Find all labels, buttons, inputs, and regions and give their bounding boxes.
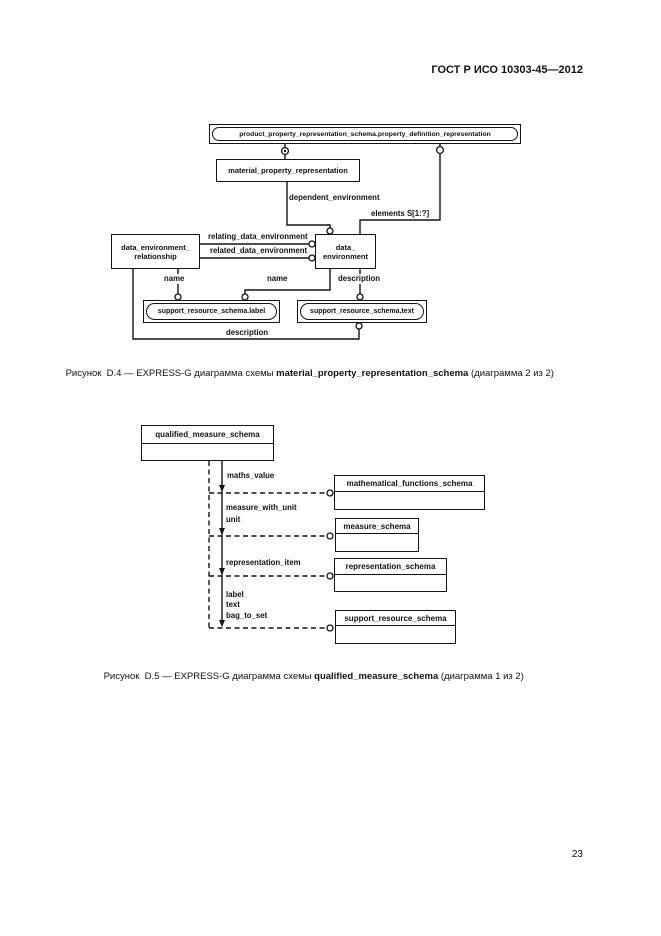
arrowhead-maths	[219, 485, 225, 492]
page-number: 23	[571, 849, 583, 860]
mathematical-functions-schema-box: mathematical_functions_schema	[334, 475, 485, 510]
figure-d4-caption-schema-name: material_property_representation_schema	[276, 368, 469, 379]
data-environment-box: data_ environment	[315, 234, 376, 269]
label-label: label	[226, 590, 244, 600]
name-mid-line	[244, 269, 331, 300]
support-circle	[326, 624, 334, 632]
material-box-label: material_property_representation	[228, 166, 348, 175]
arrowhead-representation	[219, 568, 225, 575]
relationship-box-label-line1: data_environment_	[121, 242, 190, 252]
support-resource-text-ref-text: support_resource_schema.text	[300, 303, 424, 320]
name-mid-label: name	[267, 274, 288, 284]
relationship-box-label-line2: relationship	[134, 251, 177, 261]
dependent-environment-label: dependent_environment	[289, 193, 380, 203]
diagram1-relation-circles	[174, 145, 445, 330]
unit-label: unit	[226, 515, 241, 525]
qualified-measure-schema-title: qualified_measure_schema	[142, 426, 273, 444]
elements-circle	[435, 145, 445, 155]
maths-value-label: maths_value	[227, 471, 275, 481]
diagram2-connectors	[208, 461, 327, 629]
figure-d4-caption-prefix: Рисунок D.4 — EXPRESS-G диаграмма схемы	[65, 368, 277, 379]
diagram2-arrowheads	[219, 485, 225, 627]
measure-schema-box: measure_schema	[335, 518, 419, 552]
figure-d5-caption: Рисунок D.5 — EXPRESS-G диаграмма схемы …	[93, 659, 524, 695]
related-data-environment-label: related_data_environment	[210, 246, 308, 256]
description-right-label: description	[338, 274, 381, 284]
subtype-circle-dot	[283, 149, 287, 153]
support-resource-label-ref-text: support_resource_schema.label	[146, 303, 277, 320]
measure-schema-title: measure_schema	[336, 519, 418, 534]
support-resource-schema-box: support_resource_schema	[335, 610, 456, 644]
description-bottom-line	[132, 269, 360, 340]
data-box-label-line1: data_	[335, 242, 356, 252]
figure-d5-caption-schema-name: qualified_measure_schema	[314, 671, 439, 682]
data-environment-relationship-box: data_environment_ relationship	[111, 234, 200, 269]
figure-d5-caption-prefix: Рисунок D.5 — EXPRESS-G диаграмма схемы	[103, 671, 315, 682]
data-box-label-line2: environment	[322, 251, 368, 261]
qualified-measure-schema-box: qualified_measure_schema	[141, 425, 274, 461]
representation-circle	[326, 572, 334, 580]
elements-label: elements S[1:?]	[371, 209, 430, 219]
interschema-ref-top-box: product_property_representation_schema.p…	[209, 124, 521, 144]
mathematical-functions-schema-title: mathematical_functions_schema	[335, 476, 484, 492]
support-resource-schema-title: support_resource_schema	[336, 611, 455, 626]
dependent-environment-line	[286, 182, 331, 234]
relating-data-environment-label: relating_data_environment	[208, 232, 308, 242]
measure-with-unit-label: measure_with_unit	[226, 503, 297, 513]
representation-item-label: representation_item	[226, 558, 301, 568]
diagram2-relation-circles	[326, 489, 334, 632]
material-property-representation-box: material_property_representation	[216, 159, 360, 182]
representation-schema-box: representation_schema	[334, 558, 447, 592]
interschema-ref-top-label: product_property_representation_schema.p…	[212, 127, 518, 141]
figure-d5-caption-suffix: (диаграмма 1 из 2)	[438, 671, 524, 682]
maths-circle	[326, 489, 334, 497]
name-left-label: name	[164, 274, 185, 284]
figure-d4-caption-suffix: (диаграмма 2 из 2)	[468, 368, 554, 379]
bag-to-set-label: bag_to_set	[226, 611, 268, 621]
support-resource-text-ref-box: support_resource_schema.text	[297, 300, 427, 323]
measure-circle	[326, 532, 334, 540]
figure-d4-caption: Рисунок D.4 — EXPRESS-G диаграмма схемы …	[55, 356, 554, 392]
text-label: text	[226, 600, 240, 610]
arrowhead-measure	[219, 528, 225, 535]
representation-schema-title: representation_schema	[335, 559, 446, 575]
elements-line	[359, 144, 441, 234]
support-resource-label-ref-box: support_resource_schema.label	[143, 300, 280, 323]
page-header: ГОСТ Р ИСО 10303-45—2012	[431, 64, 583, 76]
description-bottom-label: description	[226, 328, 269, 338]
description-bottom-circle	[355, 322, 363, 330]
arrowhead-support	[219, 620, 225, 627]
